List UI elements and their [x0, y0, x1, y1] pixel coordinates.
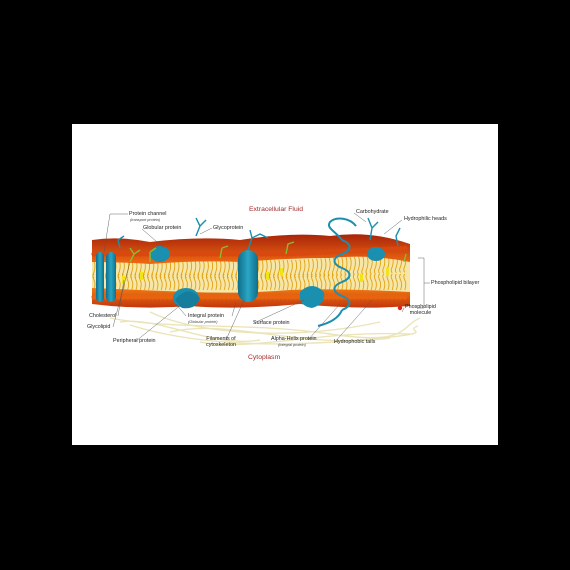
phospholipid-bilayer-label: Phospholipid bilayer: [431, 280, 480, 286]
phospholipid-molecule-label: Phospholipid molecule: [405, 304, 436, 317]
integral-protein-sublabel: (Globular protein): [188, 320, 218, 324]
filaments-of-cytoskeleton-label: Filaments of cytoskeleton: [206, 336, 236, 349]
alpha-helix-protein-sublabel: (Integral protein): [278, 343, 306, 347]
globular-protein: [150, 246, 170, 262]
hydrophilic-heads-label: Hydrophilic heads: [404, 216, 447, 222]
hydrophobic-tails-label: Hydrophobic tails: [334, 339, 376, 345]
cholesterol-label: Cholesterol: [89, 313, 117, 319]
carbohydrate-label: Carbohydrate: [356, 209, 389, 215]
globular-protein-right: [367, 247, 385, 261]
cytoskeleton-filaments: [109, 311, 421, 346]
peripheral-protein-label: Peripheral protein: [113, 338, 156, 344]
cytoplasm-label: Cytoplasm: [248, 354, 281, 361]
surface-protein-label: Surface protein: [253, 320, 290, 326]
glycoprotein-label: Glycoprotein: [213, 225, 244, 231]
glycoprotein-body: [238, 250, 258, 302]
extracellular-fluid-label: Extracellular Fluid: [249, 206, 304, 213]
phospholipid-bilayer-body: [91, 234, 410, 308]
protein-channel: [96, 252, 116, 302]
protein-channel-label: Protein channel: [129, 211, 167, 217]
surface-protein: [299, 286, 325, 308]
integral-protein-label: Integral protein: [188, 313, 224, 319]
leader-lines: [103, 212, 430, 344]
carbohydrate-chains: [117, 217, 401, 251]
cholesterol-molecules: [122, 268, 389, 284]
phospholipid-molecule-dot: [397, 305, 403, 311]
peripheral-protein: [175, 291, 200, 309]
glycolipid-sugars: [129, 241, 407, 263]
globular-protein-label: Globular protein: [143, 225, 182, 231]
protein-channel-sublabel: (transport protein): [130, 218, 161, 222]
alpha-helix-protein: [317, 217, 357, 327]
glycolipid-label: Glycolipid: [87, 324, 111, 330]
alpha-helix-protein-label: Alpha-Helix protein: [271, 336, 317, 342]
